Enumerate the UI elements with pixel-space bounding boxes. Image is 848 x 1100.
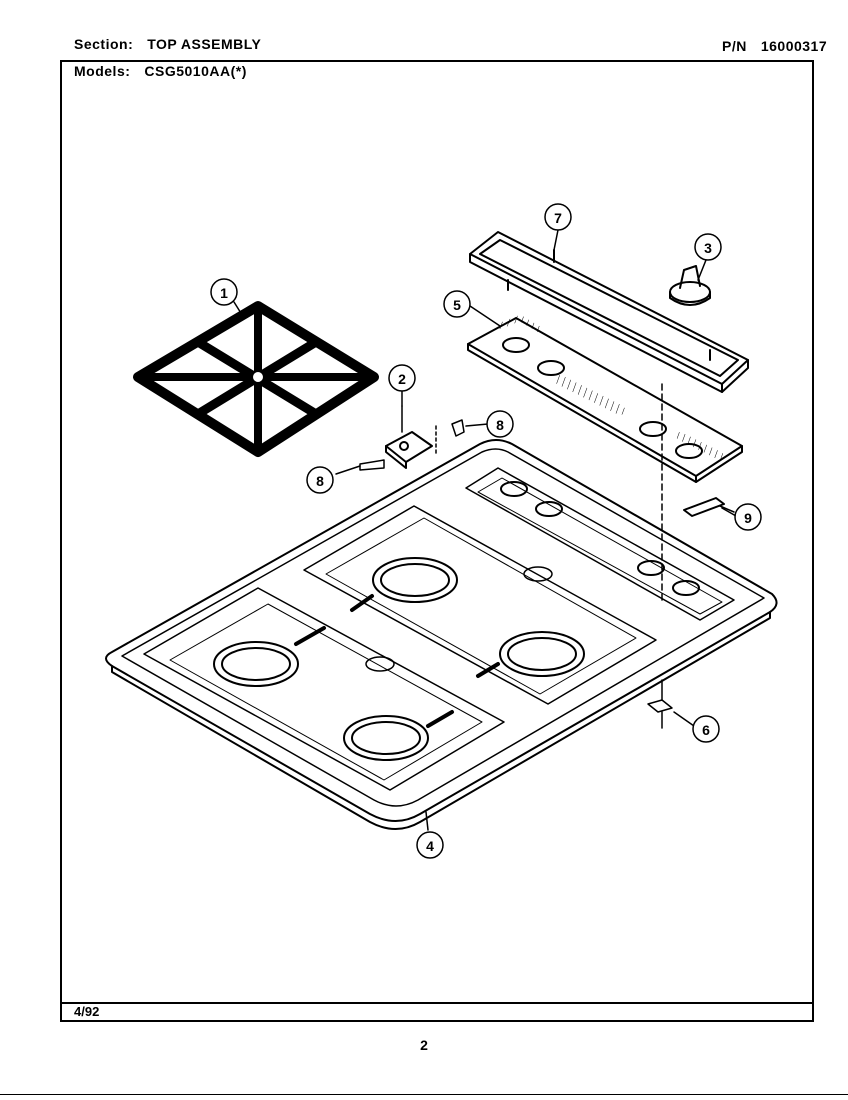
callout-2: 2 (398, 371, 406, 387)
models-header: Models: CSG5010AA(*) (74, 63, 247, 79)
pn-label: P/N (722, 38, 747, 54)
bottom-rule (0, 1094, 848, 1095)
callout-circle-4 (416, 831, 444, 859)
callout-4: 4 (426, 838, 434, 854)
trim-frame (469, 231, 749, 393)
control-knob (669, 265, 711, 306)
callout-circle-8a (306, 466, 334, 494)
callout-circle-3 (694, 233, 722, 261)
section-value: TOP ASSEMBLY (147, 36, 262, 52)
callout-6: 6 (702, 722, 710, 738)
callout-circle-2 (388, 364, 416, 392)
footer-divider (62, 1002, 812, 1004)
pn-value: 16000317 (760, 38, 828, 54)
models-label: Models: (74, 63, 131, 79)
revision-date: 4/92 (74, 1004, 100, 1019)
models-value: CSG5010AA(*) (144, 63, 247, 79)
section-header: Section: TOP ASSEMBLY (74, 36, 261, 52)
callout-circle-6 (692, 715, 720, 743)
page-number: 2 (420, 1037, 428, 1053)
callout-1: 1 (220, 285, 228, 301)
clip (683, 497, 735, 517)
callout-8a: 8 (316, 473, 324, 489)
callout-circle-7 (544, 203, 572, 231)
callout-circle-1 (210, 278, 238, 306)
part-number-header: P/N 16000317 (722, 38, 827, 54)
callout-3: 3 (704, 240, 712, 256)
leader-lines (233, 229, 737, 831)
drawing-frame: 4/92 (60, 60, 814, 1022)
callout-9: 9 (744, 510, 752, 526)
mounting-bracket (385, 405, 433, 469)
section-label: Section: (74, 36, 134, 52)
callout-5: 5 (453, 297, 461, 313)
callout-circle-9 (734, 503, 762, 531)
burner-grate (133, 301, 379, 457)
screw-right (435, 419, 489, 457)
screw-left (335, 459, 385, 475)
callout-circle-5 (443, 290, 471, 318)
small-bracket (647, 679, 695, 729)
callout-7: 7 (554, 210, 562, 226)
cooktop (105, 439, 778, 830)
callout-8b: 8 (496, 417, 504, 433)
control-panel (467, 315, 743, 483)
callout-circle-8b (486, 410, 514, 438)
